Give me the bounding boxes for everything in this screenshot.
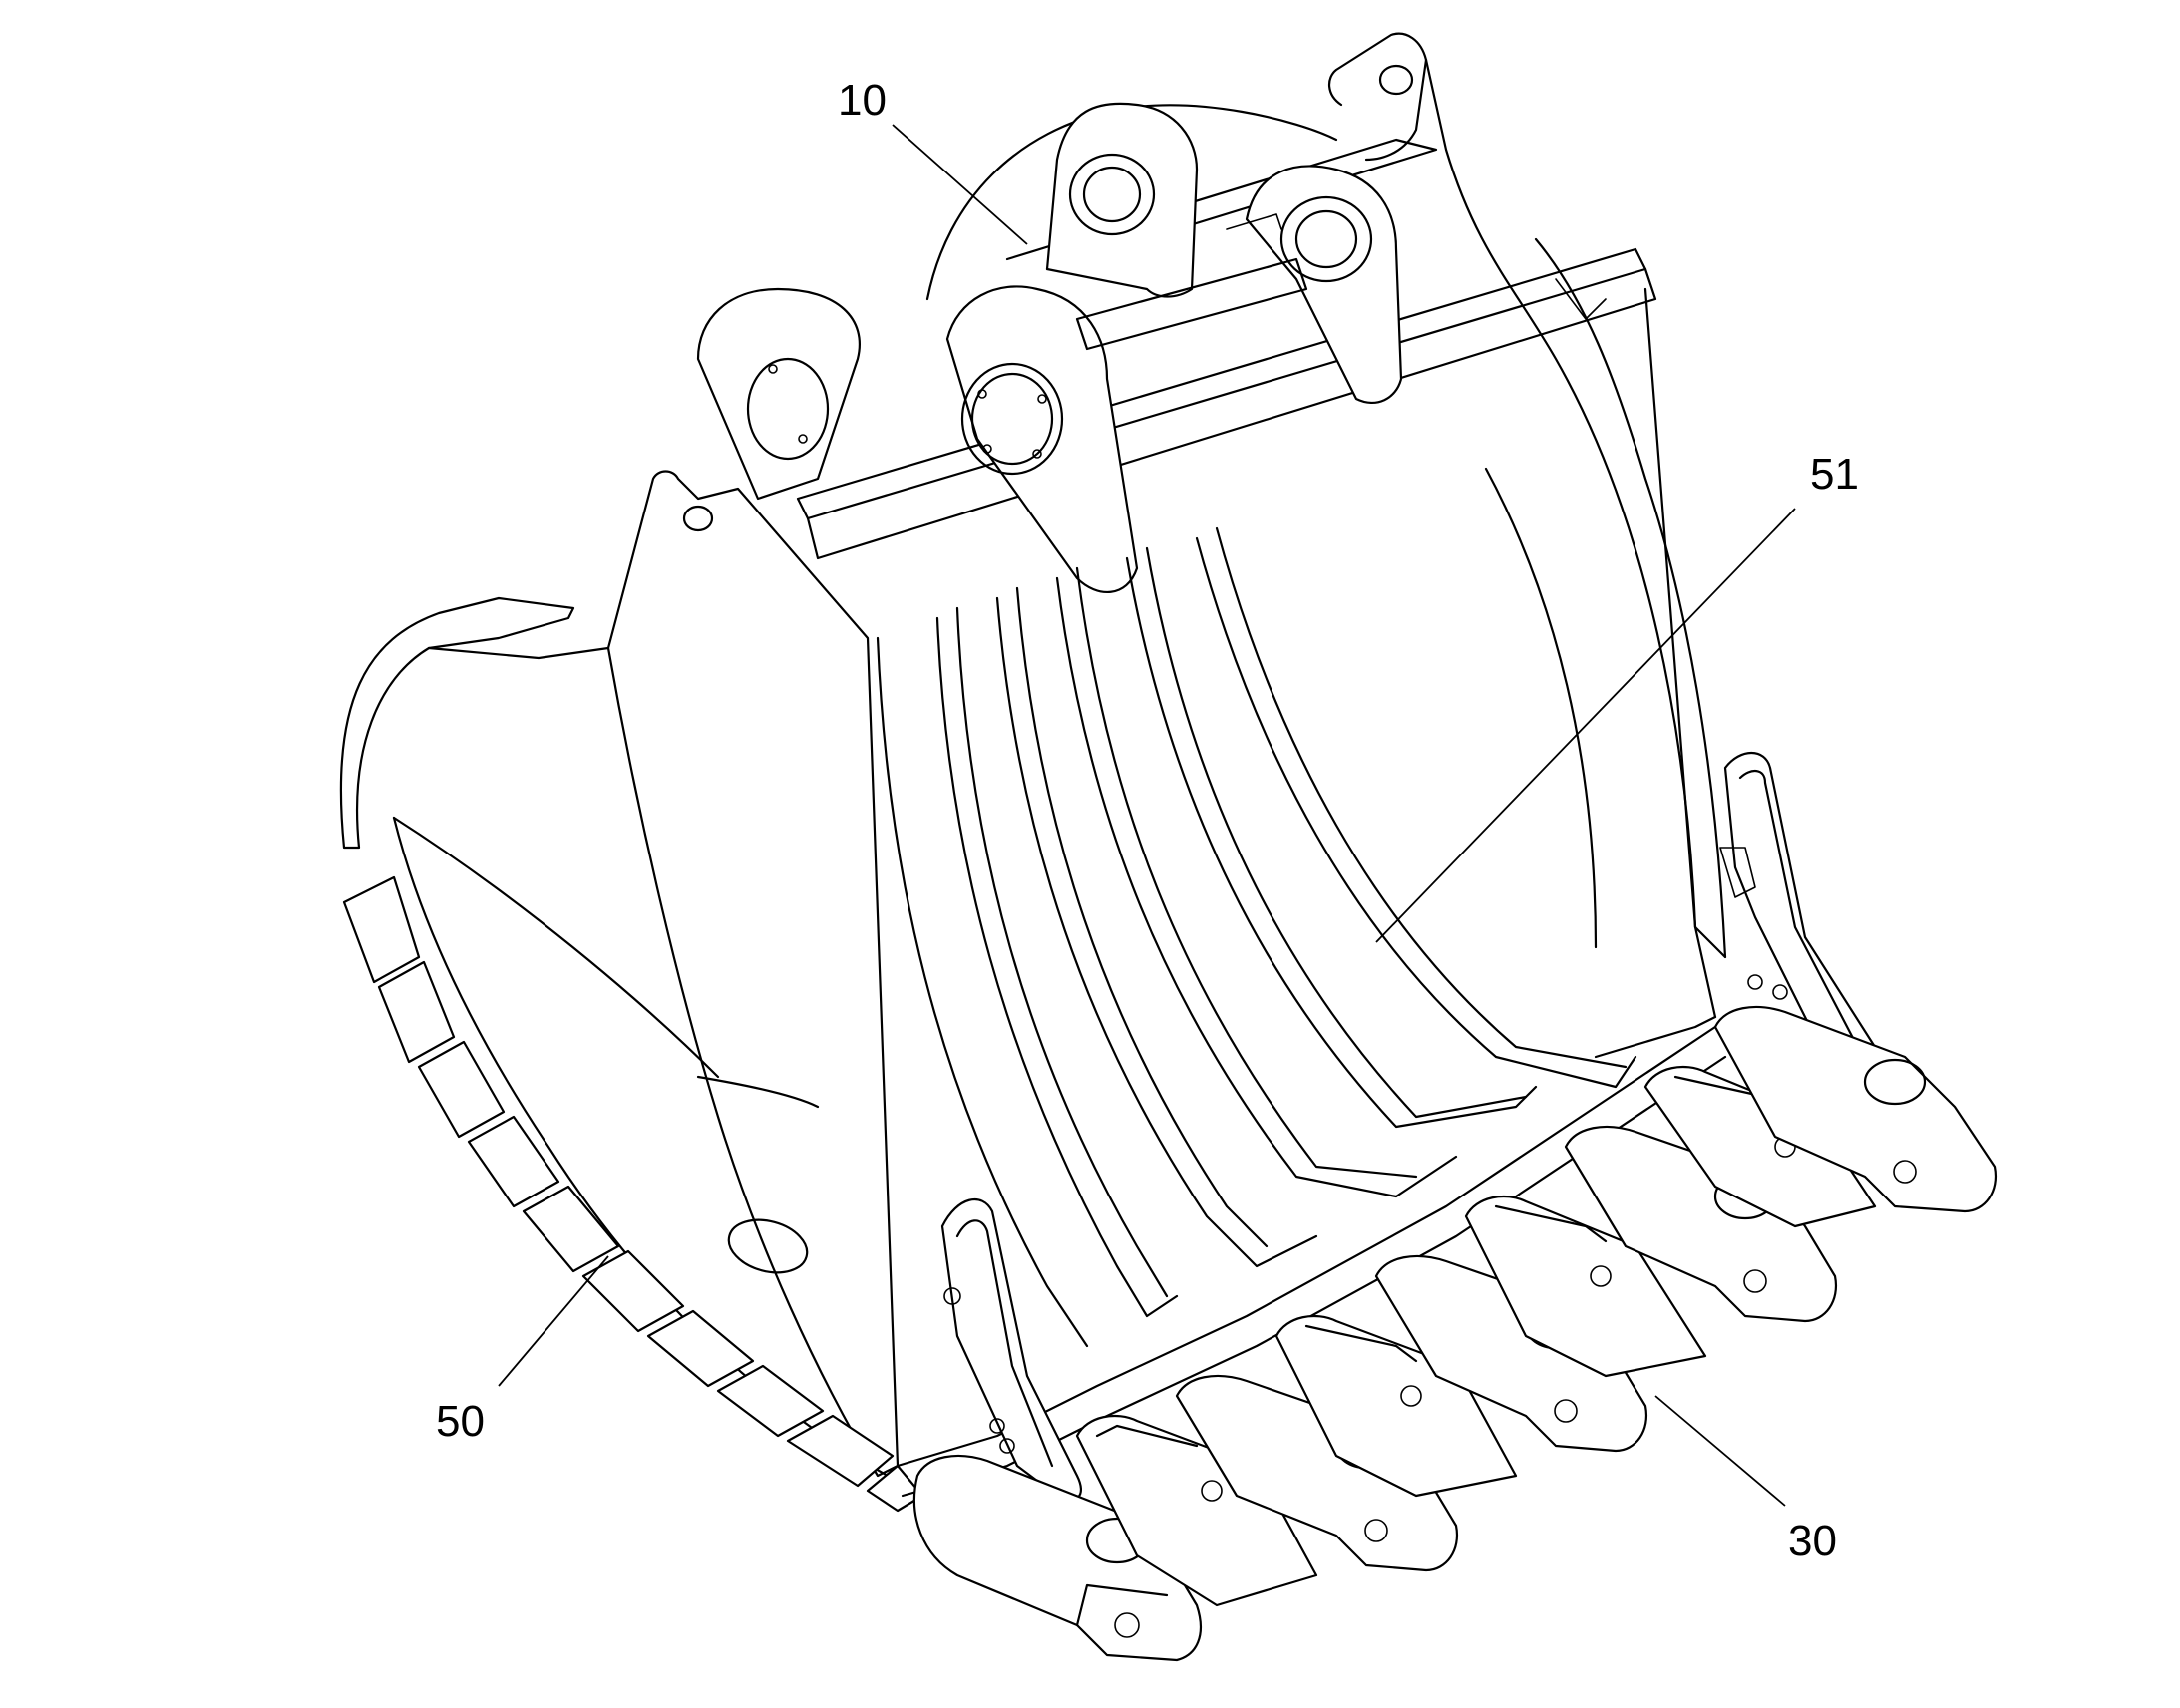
leader-10 xyxy=(892,124,1028,245)
inner-liner-strips xyxy=(876,526,1717,1348)
mounting-lug-front-right xyxy=(945,285,1139,593)
ref-label-10: 10 xyxy=(838,76,887,125)
leader-50 xyxy=(498,1255,609,1387)
hinge-pin-tube xyxy=(1075,213,1308,351)
reference-numerals: 10 51 50 30 xyxy=(436,76,1859,1565)
leader-lines xyxy=(498,124,1796,1507)
ref-label-50: 50 xyxy=(436,1397,485,1446)
mounting-lug-rear-left xyxy=(1045,102,1199,298)
tooth-2 xyxy=(1075,1414,1318,1607)
tooth-4 xyxy=(1274,1314,1518,1498)
ref-label-30: 30 xyxy=(1788,1517,1837,1565)
right-side-plate xyxy=(1643,287,1727,1019)
mounting-lug-rear-right xyxy=(1245,165,1403,404)
back-shell xyxy=(925,32,1727,959)
tooth-6 xyxy=(1464,1195,1707,1378)
ref-label-51: 51 xyxy=(1810,450,1859,499)
side-wear-blocks xyxy=(342,875,924,1513)
left-side-plate xyxy=(606,470,900,1478)
top-cross-beam xyxy=(796,138,1657,560)
tooth-right-corner xyxy=(1713,1005,1998,1213)
mounting-lug-front-left xyxy=(696,287,861,501)
leader-51 xyxy=(1375,508,1796,943)
leader-30 xyxy=(1654,1395,1786,1507)
corner-shroud-left xyxy=(940,1197,1082,1501)
